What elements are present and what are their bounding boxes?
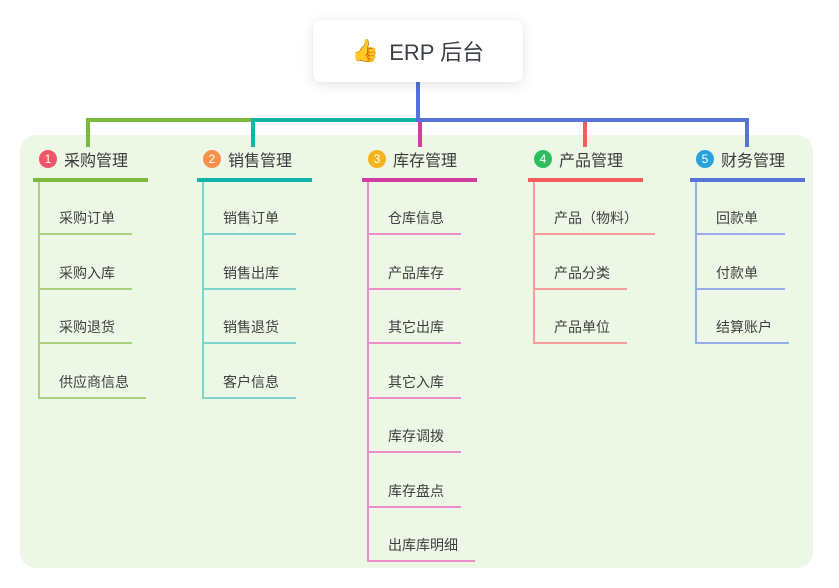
- branch-number-badge: 5: [696, 150, 714, 168]
- thumbs-up-icon: 👍: [351, 38, 380, 63]
- root-title: ERP 后台: [389, 40, 485, 65]
- branch-item[interactable]: 采购退货: [40, 290, 132, 344]
- branch-item[interactable]: 采购入库: [40, 235, 132, 290]
- branch-item[interactable]: 库存调拨: [369, 399, 461, 453]
- branch-number-badge: 1: [39, 150, 57, 168]
- branch-items: 销售订单销售出库销售退货客户信息: [202, 182, 312, 399]
- branch-item[interactable]: 产品分类: [535, 235, 627, 290]
- branch-number-badge: 4: [534, 150, 552, 168]
- branch-title: 销售管理: [228, 153, 293, 170]
- branches-panel-background: [20, 135, 813, 568]
- branch-node-2: 2 销售管理 销售订单销售出库销售退货客户信息: [197, 147, 312, 399]
- branch-title: 库存管理: [393, 153, 458, 170]
- branch-item[interactable]: 库存盘点: [369, 453, 461, 508]
- branch-title: 财务管理: [721, 153, 786, 170]
- branch-item[interactable]: 客户信息: [204, 344, 296, 399]
- branch-item[interactable]: 销售出库: [204, 235, 296, 290]
- branch-item[interactable]: 采购订单: [40, 182, 132, 235]
- branch-node-5: 5 财务管理 回款单付款单结算账户: [690, 147, 805, 344]
- branch-node-3: 3 库存管理 仓库信息产品库存其它出库其它入库库存调拨库存盘点出库库明细: [362, 147, 477, 562]
- branch-number-badge: 3: [368, 150, 386, 168]
- branch-item[interactable]: 供应商信息: [40, 344, 146, 399]
- root-node[interactable]: 👍 ERP 后台: [313, 20, 523, 82]
- branch-item[interactable]: 付款单: [697, 235, 785, 290]
- branch-item[interactable]: 其它出库: [369, 290, 461, 344]
- branch-item[interactable]: 回款单: [697, 182, 785, 235]
- branch-item[interactable]: 仓库信息: [369, 182, 461, 235]
- branch-items: 回款单付款单结算账户: [695, 182, 805, 344]
- branch-items: 产品（物料）产品分类产品单位: [533, 182, 655, 344]
- branch-header[interactable]: 3 库存管理: [362, 147, 477, 182]
- branch-title: 采购管理: [64, 153, 129, 170]
- branch-item[interactable]: 产品库存: [369, 235, 461, 290]
- branch-items: 采购订单采购入库采购退货供应商信息: [38, 182, 148, 399]
- branch-item[interactable]: 销售退货: [204, 290, 296, 344]
- branch-title: 产品管理: [559, 153, 624, 170]
- branch-item[interactable]: 出库库明细: [369, 508, 475, 562]
- branch-item[interactable]: 结算账户: [697, 290, 789, 344]
- branch-item[interactable]: 其它入库: [369, 344, 461, 399]
- branch-item[interactable]: 销售订单: [204, 182, 296, 235]
- branch-header[interactable]: 2 销售管理: [197, 147, 312, 182]
- branch-number-badge: 2: [203, 150, 221, 168]
- branch-header[interactable]: 1 采购管理: [33, 147, 148, 182]
- branch-header[interactable]: 5 财务管理: [690, 147, 805, 182]
- branch-node-1: 1 采购管理 采购订单采购入库采购退货供应商信息: [33, 147, 148, 399]
- branch-header[interactable]: 4 产品管理: [528, 147, 643, 182]
- branch-node-4: 4 产品管理 产品（物料）产品分类产品单位: [528, 147, 655, 344]
- branch-items: 仓库信息产品库存其它出库其它入库库存调拨库存盘点出库库明细: [367, 182, 477, 562]
- branch-item[interactable]: 产品单位: [535, 290, 627, 344]
- branch-item[interactable]: 产品（物料）: [535, 182, 655, 235]
